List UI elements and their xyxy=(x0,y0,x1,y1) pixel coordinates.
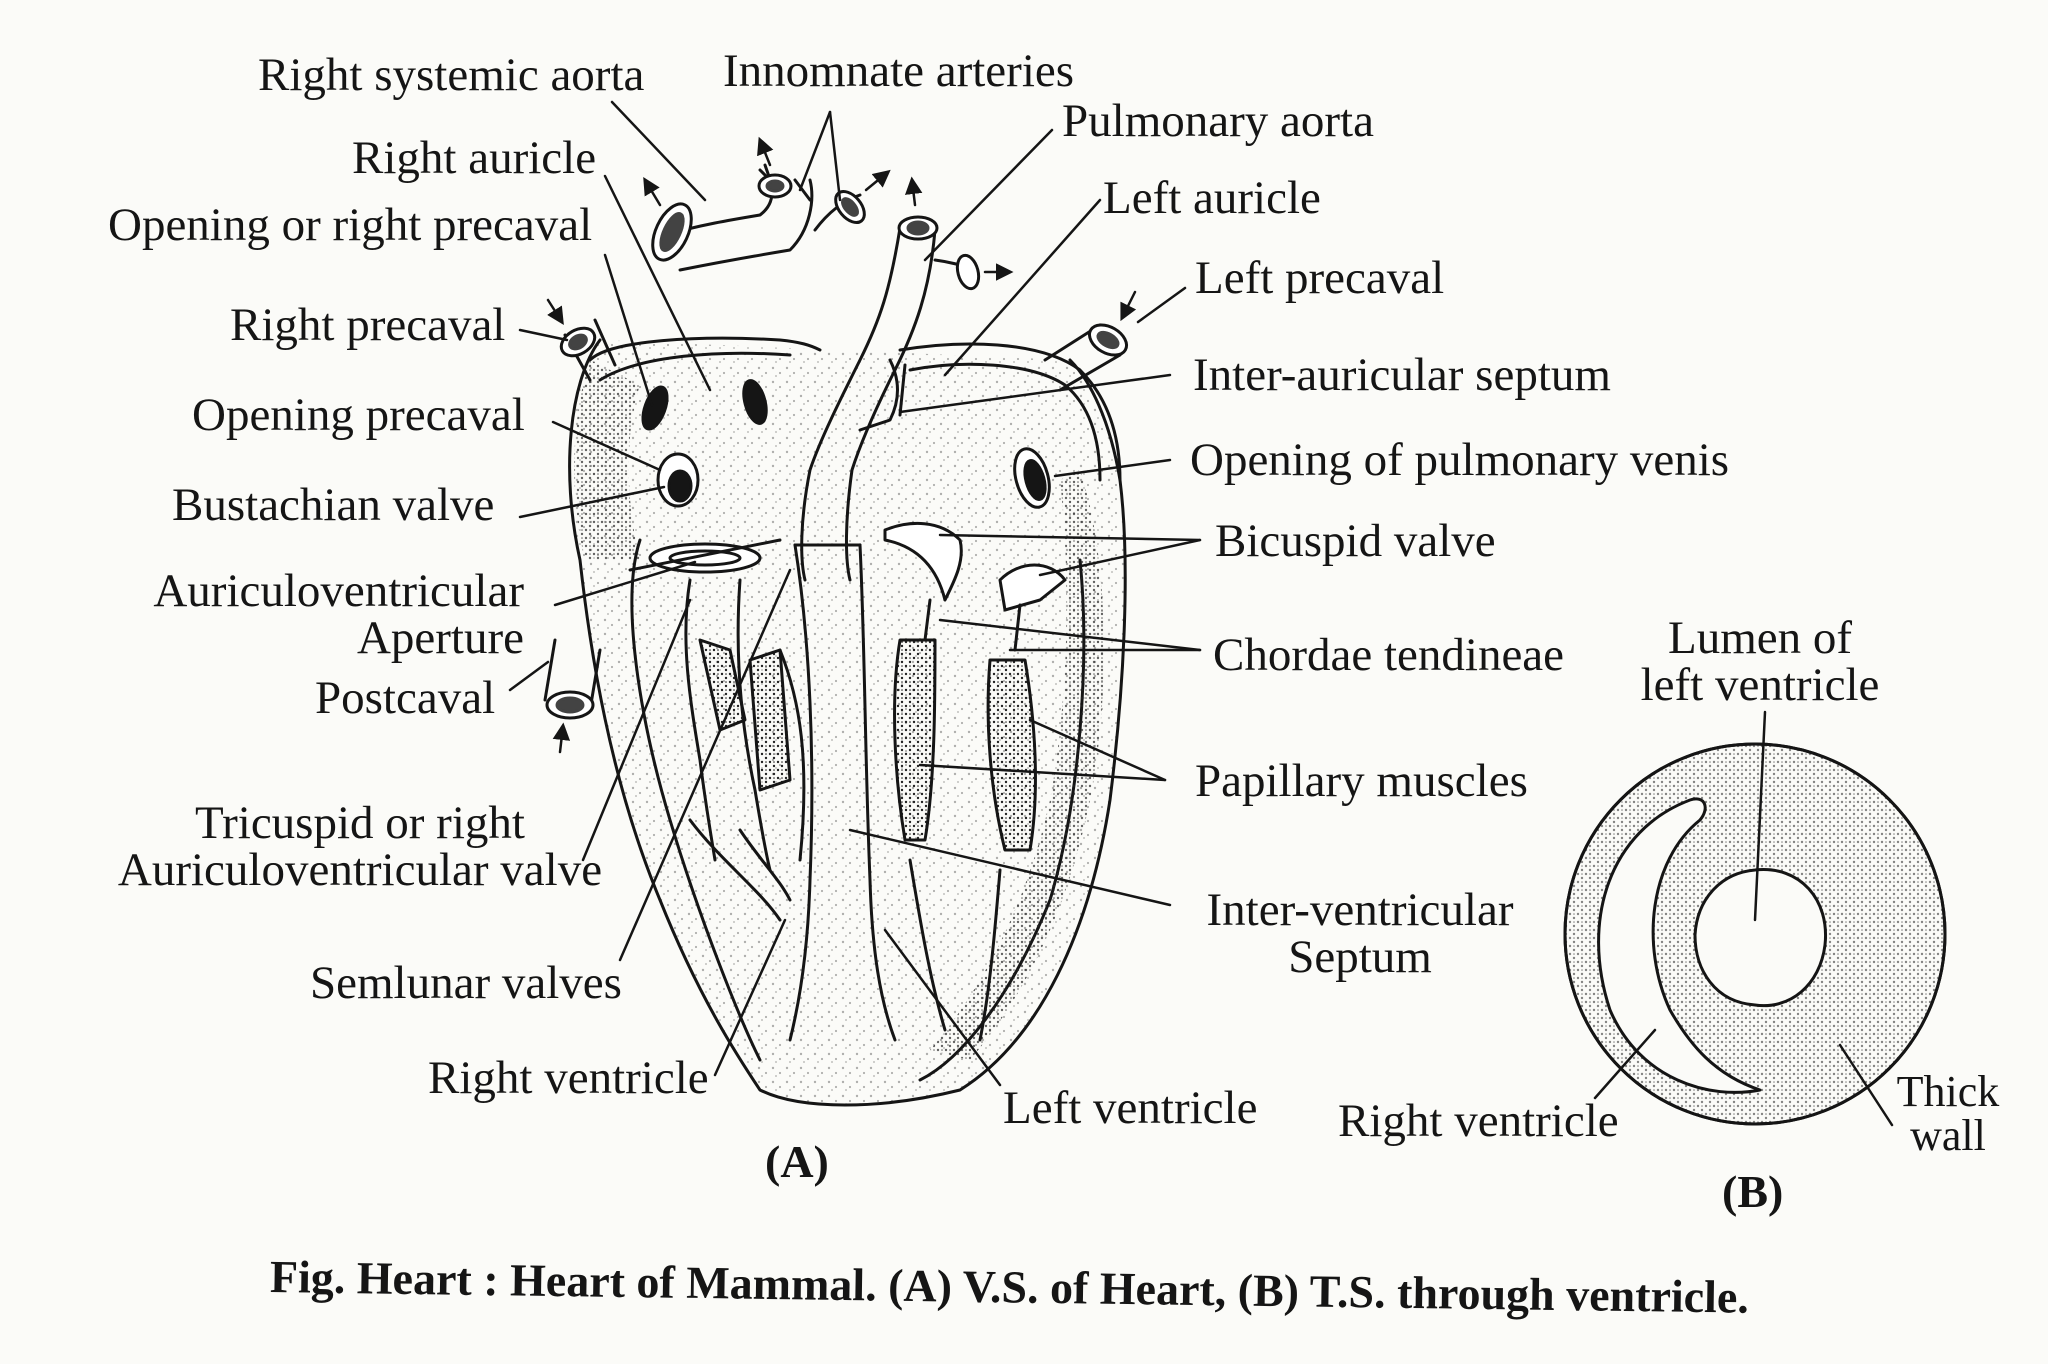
heart-a-outline xyxy=(568,336,1127,1107)
label-right-auricle: Right auricle xyxy=(352,132,597,184)
label-lumen-line1: Lumen of xyxy=(1667,612,1853,664)
label-auriculoventricular-aperture: Auriculoventricular Aperture xyxy=(100,568,524,662)
right-atrium-wall xyxy=(574,360,640,560)
label-thick-line1: Thick xyxy=(1896,1067,2000,1116)
label-auriculoventricular-line1: Auriculoventricular xyxy=(153,565,524,617)
label-thick-wall: Thick wall xyxy=(1888,1070,2008,1158)
label-chordae-tendineae: Chordae tendineae xyxy=(1213,629,1565,681)
label-right-ventricle-b: Right ventricle xyxy=(1338,1095,1619,1147)
label-pulmonary-aorta: Pulmonary aorta xyxy=(1062,95,1374,147)
label-tricuspid-line1: Tricuspid or right xyxy=(195,797,525,849)
label-bicuspid-valve: Bicuspid valve xyxy=(1215,515,1496,567)
label-tricuspid-line2: Auriculoventricular valve xyxy=(117,844,603,896)
label-thick-line2: wall xyxy=(1910,1111,1986,1160)
label-left-auricle: Left auricle xyxy=(1103,172,1321,224)
label-inter-ventricular-line1: Inter-ventricular xyxy=(1206,884,1514,936)
panel-a-id: (A) xyxy=(765,1136,829,1187)
label-inter-ventricular-line2: Septum xyxy=(1288,931,1432,983)
label-inter-ventricular-septum: Inter-ventricular Septum xyxy=(1180,887,1540,981)
label-bustachian-valve: Bustachian valve xyxy=(172,479,495,531)
vessels xyxy=(543,163,1128,720)
label-inter-auricular-septum: Inter-auricular septum xyxy=(1193,349,1611,401)
opening-aortic xyxy=(742,379,768,425)
label-papillary-muscles: Papillary muscles xyxy=(1195,755,1528,807)
panel-b-id: (B) xyxy=(1722,1166,1784,1217)
leader-lines xyxy=(508,100,1202,1087)
label-right-precaval: Right precaval xyxy=(230,299,506,351)
label-auriculoventricular-line2: Aperture xyxy=(356,612,524,664)
label-lumen-left-ventricle: Lumen of left ventricle xyxy=(1620,615,1900,709)
flow-arrows xyxy=(546,136,1137,754)
label-right-ventricle-a: Right ventricle xyxy=(428,1052,709,1104)
chambers xyxy=(628,358,1067,1042)
label-innominate-arteries: Innomnate arteries xyxy=(723,45,1075,97)
left-ventricle-wall xyxy=(930,470,1104,1060)
label-opening-pulmonary-venis: Opening of pulmonary venis xyxy=(1190,434,1730,486)
label-postcaval: Postcaval xyxy=(315,672,496,724)
ventricle-cross-section xyxy=(1563,710,1947,1127)
label-right-systemic-aorta: Right systemic aorta xyxy=(258,49,645,101)
label-lumen-line2: left ventricle xyxy=(1640,659,1880,711)
label-opening-right-precaval: Opening or right precaval xyxy=(108,199,593,251)
label-opening-precaval: Opening precaval xyxy=(192,389,525,441)
label-left-ventricle: Left ventricle xyxy=(1003,1082,1258,1134)
label-semilunar-valves: Semlunar valves xyxy=(310,957,622,1009)
label-left-precaval: Left precaval xyxy=(1195,252,1445,304)
label-tricuspid-valve: Tricuspid or right Auriculoventricular v… xyxy=(100,800,620,894)
